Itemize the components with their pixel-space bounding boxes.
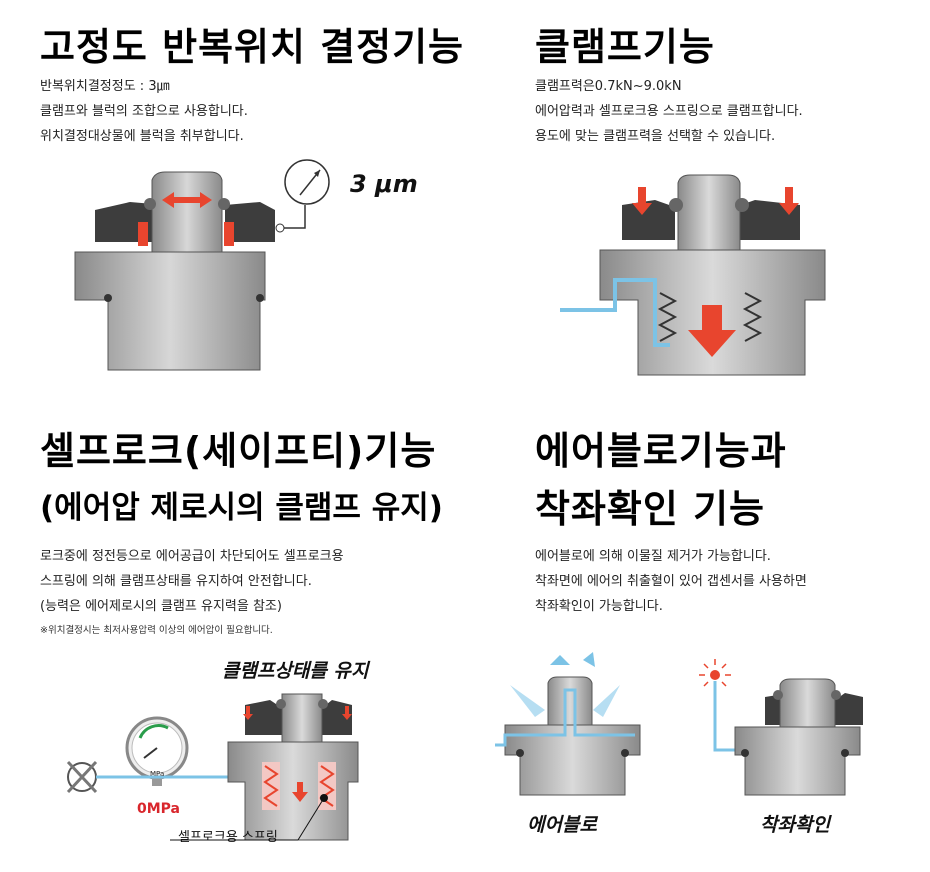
positioning-line-1: 반복위치결정정도 : 3㎛ xyxy=(40,79,170,94)
seat-check-caption: 착좌확인 xyxy=(760,814,830,836)
pressure-zero-label: 0MPa xyxy=(137,801,181,817)
spring-callout-label: 셀프로크용 스프링 xyxy=(178,830,278,845)
selflock-line-2: 스프링에 의해 클램프상태를 유지하여 안전합니다. xyxy=(40,574,312,589)
positioning-line-2: 클램프와 블럭의 조합으로 사용합니다. xyxy=(40,104,248,119)
clamp-line-2: 에어압력과 셀프로크용 스프링으로 클램프합니다. xyxy=(535,104,803,119)
airblow-title-line-1: 에어블로기능과 xyxy=(535,429,787,473)
clamp-function-diagram xyxy=(560,174,826,376)
selflock-subtitle: (에어압 제로시의 클램프 유지) xyxy=(40,490,443,526)
selflock-line-1: 로크중에 정전등으로 에어공급이 차단되어도 셀프로크용 xyxy=(40,549,344,564)
airblow-line-1: 에어블로에 의해 이물질 제거가 가능합니다. xyxy=(535,549,771,564)
selflock-line-3: (능력은 에어제로시의 클램프 유지력을 참조) xyxy=(40,599,282,614)
clamp-description: 클램프력은0.7kN~9.0kN 에어압력과 셀프로크용 스프링으로 클램프합니… xyxy=(535,74,803,149)
airblow-diagram xyxy=(495,652,641,796)
airblow-line-2: 착좌면에 에어의 취출혈이 있어 갭센서를 사용하면 xyxy=(535,574,807,589)
airblow-description: 에어블로에 의해 이물질 제거가 가능합니다. 착좌면에 에어의 취출혈이 있어… xyxy=(535,544,807,619)
clamp-title: 클램프기능 xyxy=(535,25,715,69)
airblow-line-3: 착좌확인이 가능합니다. xyxy=(535,599,663,614)
selflock-diagram xyxy=(66,693,359,841)
airblow-caption: 에어블로 xyxy=(527,814,597,836)
selflock-description: 로크중에 정전등으로 에어공급이 차단되어도 셀프로크용 스프링에 의해 클램프… xyxy=(40,544,344,619)
selflock-title: 셀프로크(세이프티)기능 xyxy=(40,429,437,473)
clamp-line-1: 클램프력은0.7kN~9.0kN xyxy=(535,79,682,94)
seat-check-diagram xyxy=(699,659,863,796)
positioning-description: 반복위치결정정도 : 3㎛ 클램프와 블럭의 조합으로 사용합니다. 위치결정대… xyxy=(40,74,248,149)
clamp-line-3: 용도에 맞는 클램프력을 선택할 수 있습니다. xyxy=(535,129,776,144)
gauge-value-label: 3 μm xyxy=(350,170,418,198)
selflock-note: ※위치결정시는 최저사용압력 이상의 에어압이 필요합니다. xyxy=(40,625,273,636)
positioning-line-3: 위치결정대상물에 블럭을 취부합니다. xyxy=(40,129,244,144)
airblow-title-line-2: 착좌확인 기능 xyxy=(535,487,765,531)
positioning-title: 고정도 반복위치 결정기능 xyxy=(40,25,465,69)
dial-unit-label: MPa xyxy=(150,770,165,778)
hold-caption: 클램프상태를 유지 xyxy=(222,660,369,682)
positioning-clamp-diagram xyxy=(74,159,330,371)
